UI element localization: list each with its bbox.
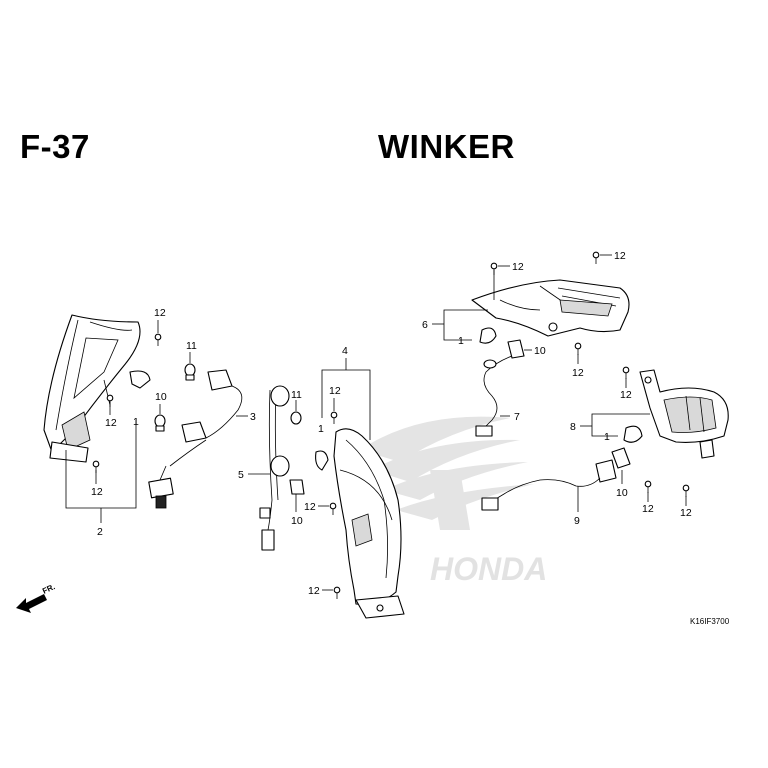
callout-12: 12 <box>91 486 103 498</box>
callout-12: 12 <box>154 307 166 319</box>
rear-winker-assy-bottom <box>639 369 729 459</box>
screw-icon <box>574 342 582 355</box>
callout-10: 10 <box>616 487 628 499</box>
screw-icon <box>592 251 600 264</box>
callout-2: 2 <box>97 526 103 538</box>
callout-12: 12 <box>308 585 320 597</box>
callout-1: 1 <box>604 431 610 443</box>
screw-icon <box>154 333 162 346</box>
screw-icon <box>644 480 652 493</box>
watermark-text: HONDA <box>430 551 547 587</box>
socket-icon <box>289 479 305 495</box>
screw-icon <box>92 460 100 473</box>
callout-1: 1 <box>318 423 324 435</box>
callout-5: 5 <box>238 469 244 481</box>
callout-12: 12 <box>680 507 692 519</box>
callout-11: 11 <box>291 389 302 401</box>
diagram-title: WINKER <box>378 128 515 165</box>
callout-10: 10 <box>291 515 303 527</box>
callout-labels: 12 11 10 12 1 3 12 2 11 5 10 4 12 1 12 1… <box>91 250 692 597</box>
screw-icon <box>622 366 630 379</box>
callout-7: 7 <box>514 411 520 423</box>
callout-12: 12 <box>572 367 584 379</box>
winker-harness-center <box>259 385 290 551</box>
callout-12: 12 <box>329 385 341 397</box>
callout-12: 12 <box>105 417 117 429</box>
callout-10: 10 <box>155 391 167 403</box>
screw-icon <box>333 586 341 599</box>
rear-winker-harness-top <box>475 339 525 437</box>
socket-rubber-icon <box>479 327 497 344</box>
screw-icon <box>682 484 690 497</box>
rear-winker-assy-top <box>471 279 630 337</box>
callout-6: 6 <box>422 319 428 331</box>
direction-label: FR. <box>41 582 56 596</box>
drawing-code: K16IF3700 <box>690 617 730 626</box>
honda-wing-watermark: HONDA <box>360 416 547 587</box>
bulb-icon <box>184 363 196 381</box>
callout-12: 12 <box>304 501 316 513</box>
callout-9: 9 <box>574 515 580 527</box>
callout-10: 10 <box>534 345 546 357</box>
figure-number: F-37 <box>20 128 90 165</box>
callout-1: 1 <box>458 335 464 347</box>
rear-winker-harness-bottom <box>481 447 631 511</box>
socket-rubber-icon <box>623 425 643 443</box>
callout-12: 12 <box>614 250 626 262</box>
bulb-icon <box>290 411 302 425</box>
callout-12: 12 <box>620 389 632 401</box>
callout-11: 11 <box>186 340 197 352</box>
winker-harness-left <box>148 369 243 509</box>
front-direction-arrow-icon: FR. <box>16 582 57 613</box>
front-winker-assy-left <box>43 314 151 463</box>
bulb-icon <box>154 414 166 432</box>
callout-12: 12 <box>512 261 524 273</box>
callout-12: 12 <box>642 503 654 515</box>
leader-lines <box>65 254 687 591</box>
front-winker-lens-center <box>315 428 405 619</box>
screw-icon <box>330 411 338 424</box>
callout-3: 3 <box>250 411 256 423</box>
screw-icon <box>329 502 337 515</box>
callout-8: 8 <box>570 421 576 433</box>
callout-4: 4 <box>342 345 348 357</box>
callout-1: 1 <box>133 416 139 428</box>
